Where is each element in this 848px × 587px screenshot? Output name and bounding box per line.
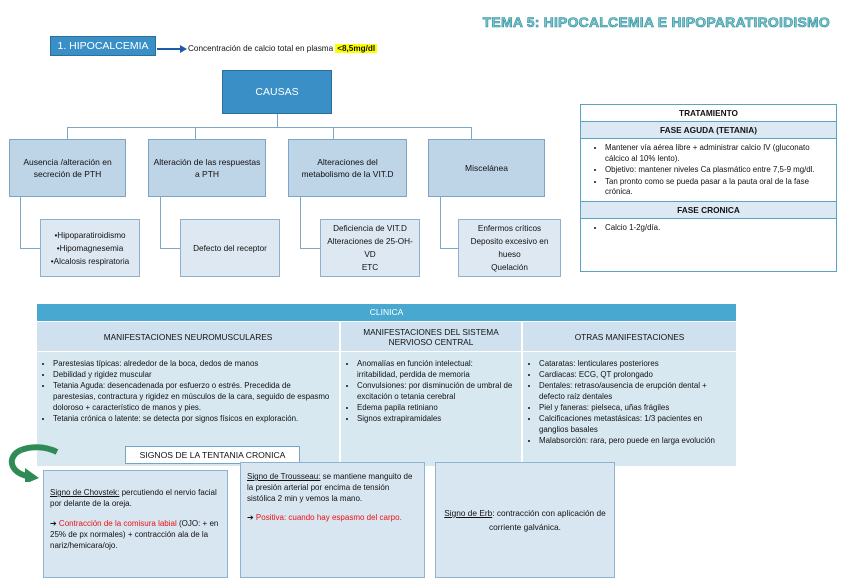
list-item: Calcificaciones metastásicas: 1/3 pacien… <box>539 413 730 435</box>
connector <box>440 197 441 248</box>
treatment-chronic-header: FASE CRONICA <box>581 200 836 219</box>
cause-pth-response: Alteración de las respuestas a PTH <box>148 139 266 197</box>
cause-sub-vitd: Deficiencia de VIT.D Alteraciones de 25-… <box>320 219 420 277</box>
sign-chvostek-rest: (OJO: + en 25% de px normales) + contrac… <box>50 519 219 550</box>
connector <box>20 248 40 249</box>
sign-trousseau-positive: Positiva: cuando hay espasmo del carpo. <box>253 513 402 522</box>
connector <box>67 127 471 128</box>
list-item: Malabsorción: rara, pero puede en larga … <box>539 435 730 446</box>
cause-miscelanea: Miscelánea <box>428 139 545 197</box>
connector <box>471 127 472 139</box>
cause-sub-pth-secretion: •Hipoparatiroidismo •Hipomagnesemia •Alc… <box>40 219 140 277</box>
connector <box>440 248 458 249</box>
treatment-panel: TRATAMIENTO FASE AGUDA (TETANIA) Mantene… <box>580 104 837 272</box>
sign-chvostek-name: Signo de Chovstek: <box>50 488 120 497</box>
clinica-col-otras: Cataratas: lenticulares posteriores Card… <box>523 352 736 466</box>
connector <box>195 127 196 139</box>
list-item: Objetivo: mantener niveles Ca plasmático… <box>605 165 826 176</box>
sign-trousseau: Signo de Trousseau: se mantiene manguito… <box>240 462 425 578</box>
arrow-right-icon <box>157 45 187 53</box>
sign-erb-name: Signo de Erb <box>444 508 493 518</box>
list-item: Mantener vía aérea libre + administrar c… <box>605 143 826 164</box>
connector <box>20 197 21 248</box>
clinica-header: CLINICA <box>37 304 736 321</box>
sign-erb: Signo de Erb: contracción con aplicación… <box>435 462 615 578</box>
list-item: Cataratas: lenticulares posteriores <box>539 358 730 369</box>
cause-pth-secretion: Ausencia /alteración en secreción de PTH <box>9 139 126 197</box>
list-item: Signos extrapiramidales <box>357 413 515 424</box>
list-item: Tetania crónica o latente: se detecta po… <box>53 413 333 424</box>
connector <box>67 127 68 139</box>
list-item: •Alcalosis respiratoria <box>50 256 130 266</box>
list-item: Convulsiones: por disminución de umbral … <box>357 380 515 402</box>
clinica-col-snc: Anomalías en función intelectual: irrita… <box>341 352 521 466</box>
sign-erb-desc: : contracción con aplicación de corrient… <box>489 508 606 532</box>
causes-root: CAUSAS <box>222 70 332 114</box>
clinica-col-header-snc: MANIFESTACIONES DEL SISTEMA NERVIOSO CEN… <box>341 322 521 351</box>
list-item: Deposito excesivo en hueso <box>470 237 549 259</box>
treatment-header: TRATAMIENTO <box>581 105 836 122</box>
curved-arrow-icon <box>9 444 59 482</box>
connector <box>160 197 161 248</box>
page-title: TEMA 5: HIPOCALCEMIA E HIPOPARATIROIDISM… <box>482 14 830 31</box>
section-hipocalcemia: 1. HIPOCALCEMIA <box>50 36 156 56</box>
definition-value: <8,5mg/dl <box>335 44 378 53</box>
list-item: Tan pronto como se pueda pasar a la paut… <box>605 177 826 198</box>
list-item: Quelación <box>491 263 528 272</box>
list-item: Enfermos críticos <box>477 224 542 233</box>
arrow-right-icon: ➔ <box>247 513 254 522</box>
list-item: Debilidad y rigidez muscular <box>53 369 333 380</box>
definition-text: Concentración de calcio total en plasma <box>188 44 334 53</box>
sign-trousseau-desc: se mantiene manguito de la presión arter… <box>247 472 413 503</box>
connector <box>300 248 320 249</box>
sign-chvostek-positive: Contracción de la comisura labial <box>56 519 177 528</box>
sign-chvostek-desc: percutiendo el nervio facial por delante… <box>50 488 217 508</box>
cause-vitd: Alteraciones del metabolismo de la VIT.D <box>288 139 407 197</box>
sign-chvostek: Signo de Chovstek: percutiendo el nervio… <box>43 470 228 578</box>
clinica-table: CLINICA MANIFESTACIONES NEUROMUSCULARES … <box>37 304 736 466</box>
list-item: Piel y faneras: pielseca, uñas frágiles <box>539 402 730 413</box>
list-item: ETC <box>361 263 379 272</box>
list-item: Cardiacas: ECG, QT prolongado <box>539 369 730 380</box>
list-item: Tetania Aguda: desencadenada por esfuerz… <box>53 380 333 413</box>
connector <box>160 248 180 249</box>
clinica-col-header-neuro: MANIFESTACIONES NEUROMUSCULARES <box>37 322 339 351</box>
list-item: Deficiencia de VIT.D <box>333 224 407 233</box>
list-item: Defecto del receptor <box>193 243 267 253</box>
definition-arrow <box>157 41 187 53</box>
list-item: Edema papila retiniano <box>357 402 515 413</box>
signs-header: SIGNOS DE LA TENTANIA CRONICA <box>125 446 300 464</box>
list-item: Parestesias típicas: alrededor de la boc… <box>53 358 333 369</box>
list-item: Anomalías en función intelectual: irrita… <box>357 358 515 380</box>
list-item: Dentales: retraso/ausencia de erupción d… <box>539 380 730 402</box>
list-item: •Hipoparatiroidismo <box>54 230 126 240</box>
connector <box>300 197 301 248</box>
list-item: •Hipomagnesemia <box>56 243 124 253</box>
cause-sub-miscelanea: Enfermos críticos Deposito excesivo en h… <box>458 219 561 277</box>
list-item: Alteraciones de 25-OH-VD <box>327 237 413 259</box>
treatment-acute-list: Mantener vía aérea libre + administrar c… <box>581 139 836 201</box>
treatment-chronic-list: Calcio 1-2g/día. <box>581 219 836 237</box>
connector <box>277 114 278 127</box>
arrow-right-icon: ➔ <box>50 519 57 528</box>
clinica-col-header-otras: OTRAS MANIFESTACIONES <box>523 322 736 351</box>
sign-trousseau-name: Signo de Trousseau: <box>247 472 321 481</box>
cause-sub-pth-response: Defecto del receptor <box>180 219 280 277</box>
treatment-acute-header: FASE AGUDA (TETANIA) <box>581 122 836 139</box>
definition: Concentración de calcio total en plasma … <box>188 44 378 53</box>
list-item: Calcio 1-2g/día. <box>605 223 826 234</box>
connector <box>333 127 334 139</box>
